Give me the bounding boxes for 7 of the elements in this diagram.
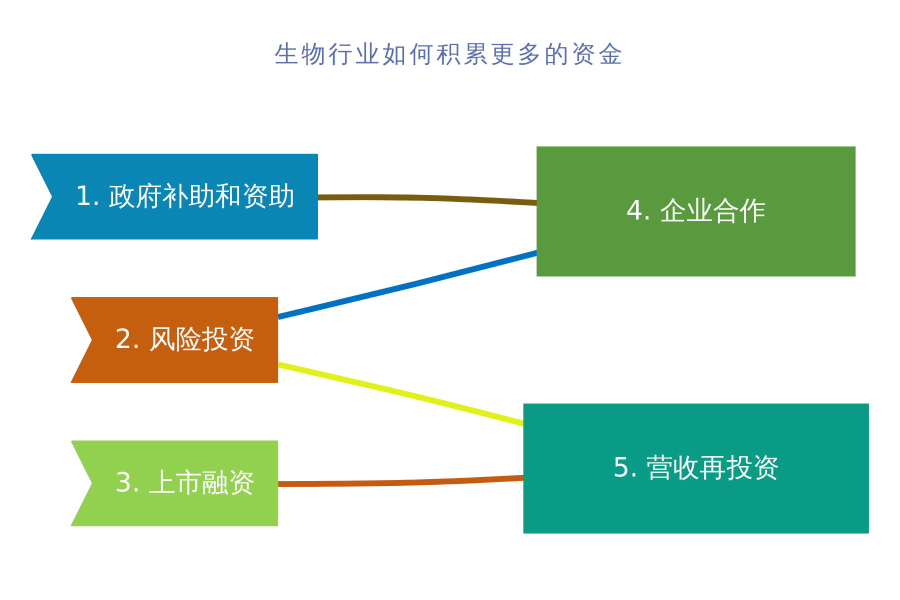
connector	[277, 362, 525, 427]
connector	[278, 474, 524, 487]
connector	[277, 250, 538, 320]
connector	[318, 194, 538, 206]
diagram-title: 生物行业如何积累更多的资金	[274, 39, 626, 70]
node-box: 5. 营收再投资	[523, 404, 869, 534]
node-box: 4. 企业合作	[536, 146, 856, 276]
